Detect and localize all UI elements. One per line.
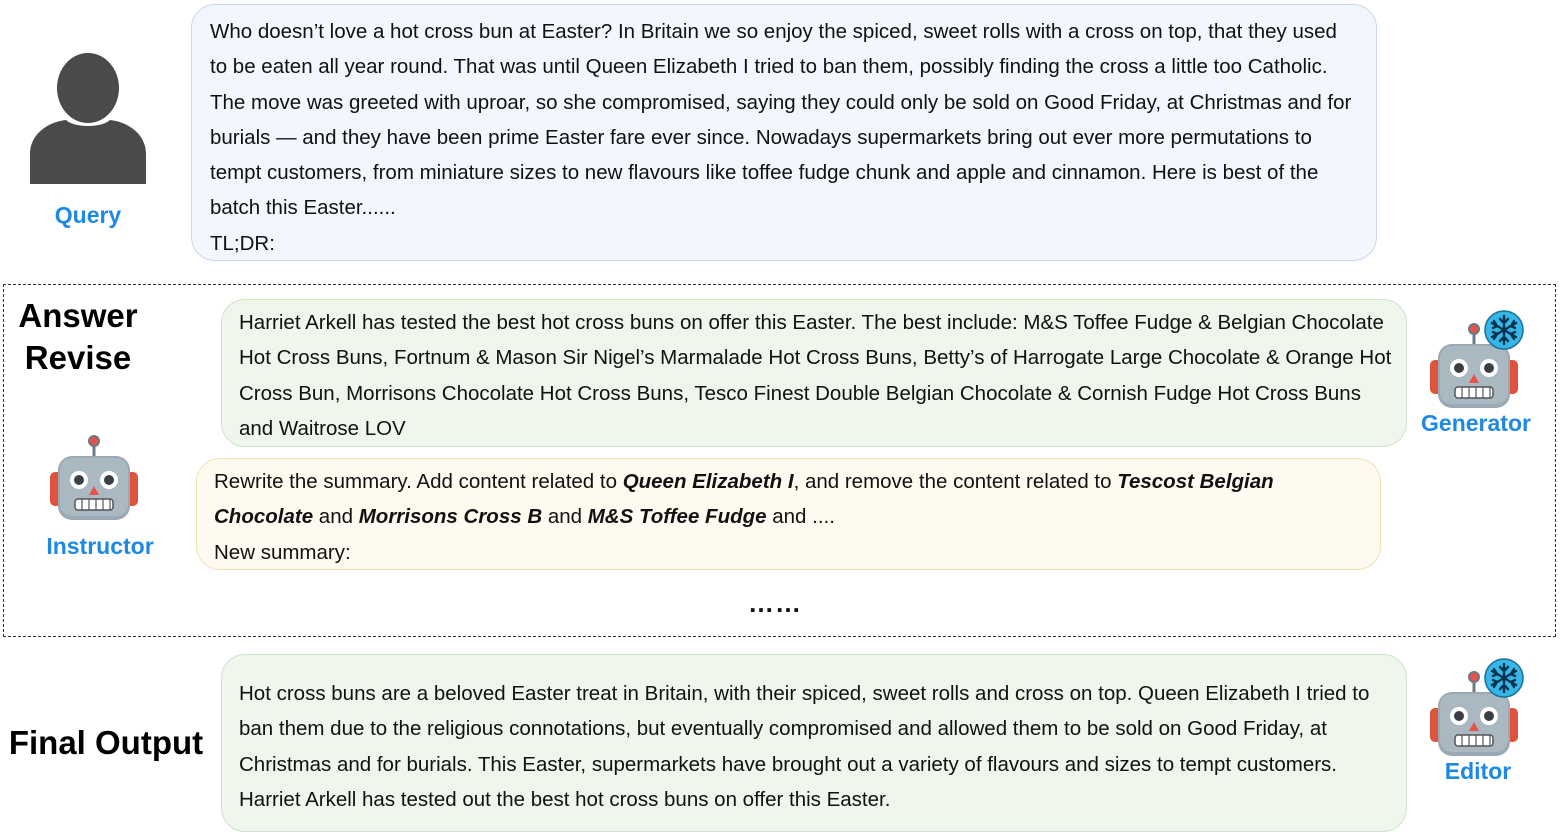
answer-revise-title: Answer Revise [18, 297, 138, 376]
instructor-text: Rewrite the summary. Add content related… [214, 464, 1366, 535]
generator-bubble: Harriet Arkell has tested the best hot c… [221, 299, 1407, 447]
instructor-text-part: , and remove the content related to [793, 470, 1118, 493]
answer-revise-frame [3, 284, 1556, 637]
robot-face-icon [48, 434, 140, 522]
instructor-robot [46, 430, 146, 526]
snowflake-icon [1483, 657, 1525, 699]
continuation-ellipsis: …… [748, 588, 802, 618]
remove-keyword: Tescost Belgian Chocolate [214, 470, 1274, 529]
instructor-text-part: and [313, 505, 359, 529]
instructor-label: Instructor [46, 533, 154, 559]
snowflake-icon [1483, 309, 1525, 351]
user-avatar [26, 52, 150, 184]
final-output-text: Hot cross buns are a beloved Easter trea… [239, 682, 1370, 811]
generator-robot [1424, 306, 1525, 414]
generator-text: Harriet Arkell has tested the best hot c… [239, 311, 1392, 440]
instructor-text-part: Rewrite the summary. Add content related… [214, 470, 623, 493]
final-output-title: Final Output [8, 724, 204, 761]
query-label: Query [54, 202, 122, 228]
editor-bubble: Hot cross buns are a beloved Easter trea… [221, 654, 1407, 832]
query-text: Who doesn’t love a hot cross bun at East… [210, 20, 1352, 220]
remove-keyword: M&S Toffee Fudge [587, 505, 767, 529]
person-silhouette-icon [30, 53, 146, 184]
keep-keyword: Queen Elizabeth I [622, 470, 794, 493]
new-summary-text: New summary: [214, 540, 351, 564]
instructor-text-part: and .... [766, 505, 835, 529]
tldr-text: TL;DR: [210, 231, 275, 255]
instructor-text-part: and [542, 505, 588, 529]
generator-label: Generator [1421, 410, 1531, 436]
editor-robot [1424, 654, 1525, 762]
remove-keyword: Morrisons Cross B [358, 505, 543, 529]
query-bubble: Who doesn’t love a hot cross bun at East… [191, 4, 1377, 261]
editor-label: Editor [1444, 758, 1512, 784]
instructor-bubble: Rewrite the summary. Add content related… [196, 458, 1381, 570]
